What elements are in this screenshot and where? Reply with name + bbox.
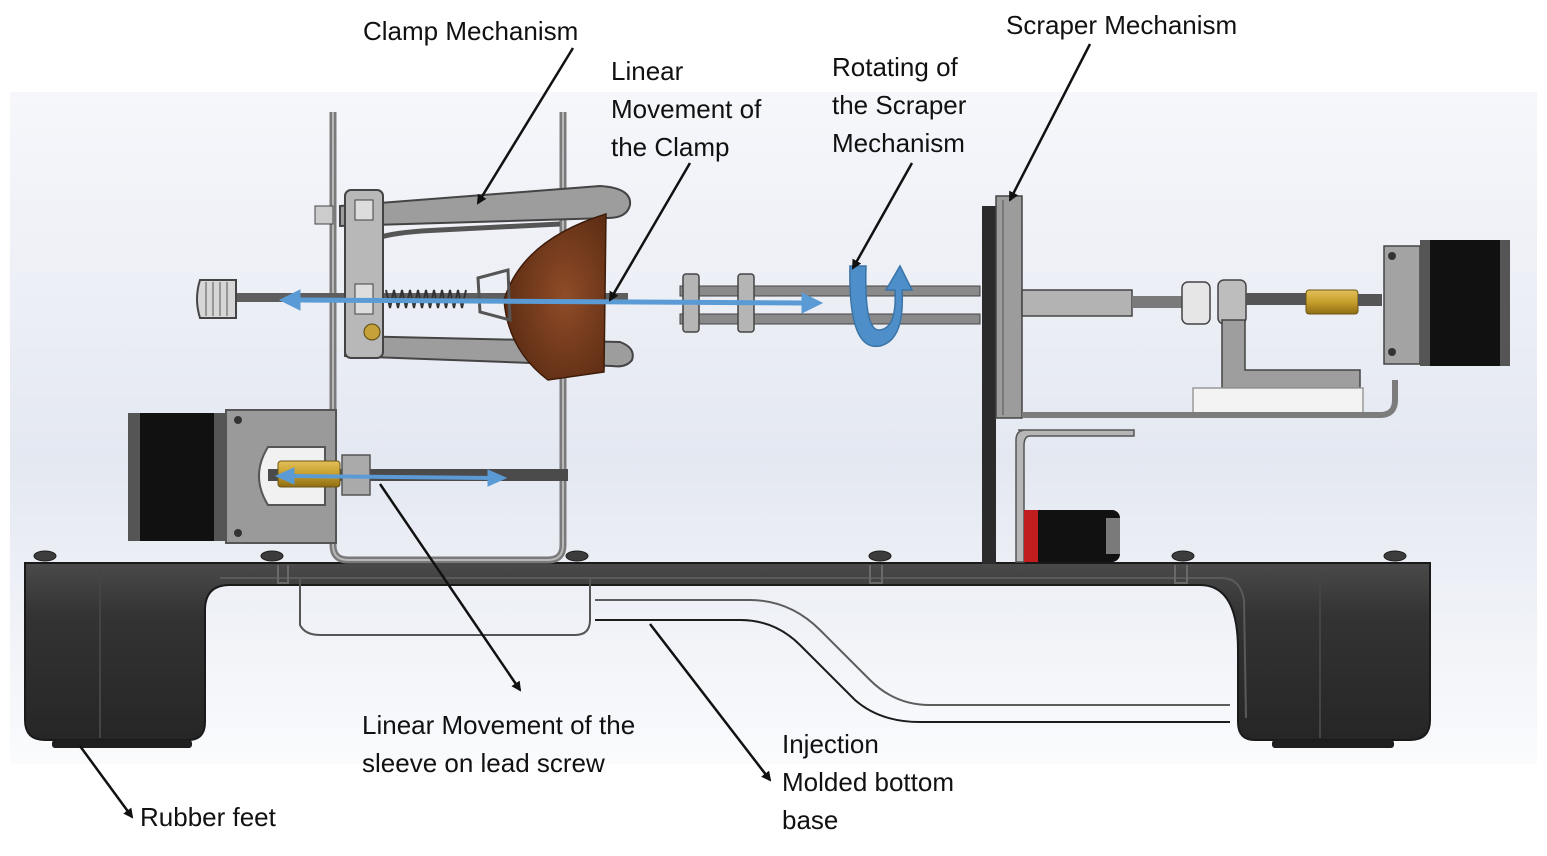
clamp-knob <box>196 279 237 319</box>
label-linear-clamp-line2: Movement of <box>611 94 762 124</box>
red-motor <box>1024 510 1120 562</box>
rubber-feet <box>52 740 1394 748</box>
label-linear-sleeve: Linear Movement of the sleeve on lead sc… <box>362 706 635 782</box>
clamp-pivot-block <box>314 189 384 359</box>
scraper-disc <box>982 195 1023 564</box>
label-rotating-scraper-line1: Rotating of <box>832 52 958 82</box>
label-injection-base-line1: Injection <box>782 729 879 759</box>
label-linear-sleeve-line2: sleeve on lead screw <box>362 748 605 778</box>
scraper-shaft <box>679 273 981 333</box>
rotation-arrow <box>849 264 914 348</box>
sleeve-linear-arrow <box>274 467 508 487</box>
label-rubber-feet: Rubber feet <box>140 802 276 832</box>
label-rotating-scraper-line2: the Scraper <box>832 90 967 120</box>
label-linear-sleeve-line1: Linear Movement of the <box>362 710 636 740</box>
label-linear-clamp-line1: Linear <box>611 56 684 86</box>
label-injection-base: Injection Molded bottom base <box>782 725 954 839</box>
label-injection-base-line3: base <box>782 805 839 835</box>
label-scraper-mechanism: Scraper Mechanism <box>1006 10 1238 40</box>
label-linear-clamp: Linear Movement of the Clamp <box>611 52 761 166</box>
label-rotating-scraper-line3: Mechanism <box>832 128 965 158</box>
clamp-linear-arrow <box>278 289 824 314</box>
label-rotating-scraper: Rotating of the Scraper Mechanism <box>832 48 966 162</box>
label-clamp-mechanism: Clamp Mechanism <box>363 16 579 46</box>
right-stepper-motor <box>1383 240 1510 366</box>
base-screws <box>33 550 1407 562</box>
label-injection-base-line2: Molded bottom <box>782 767 954 797</box>
label-linear-clamp-line3: the Clamp <box>611 132 730 162</box>
scraper-right-assembly <box>1015 279 1398 563</box>
leader-lines <box>78 43 1092 819</box>
